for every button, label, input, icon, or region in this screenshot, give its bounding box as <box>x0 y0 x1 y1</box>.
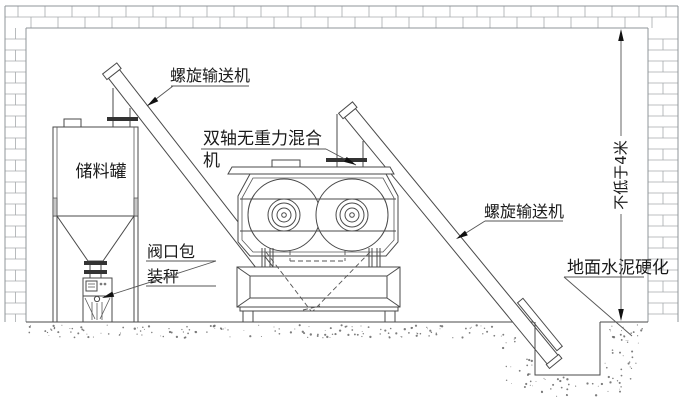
stand-frame-inner <box>249 275 388 299</box>
ground-note-label: 地面水泥硬化 <box>567 258 669 278</box>
tank-body <box>52 126 139 217</box>
height-dimension: 不低于4米 <box>612 29 630 321</box>
conveyor2-end-plate <box>545 353 563 370</box>
hopper-flange-lower <box>84 270 107 274</box>
conveyor1-label: 螺旋输送机 <box>170 66 250 85</box>
concrete-speckles <box>28 324 643 397</box>
packer-leader-arrow <box>102 291 115 298</box>
screw-conveyor-2 <box>337 101 564 370</box>
tank-gusset-left <box>52 197 58 217</box>
dimension-arrow-bottom <box>618 309 624 321</box>
conveyor1-leader-arrow <box>147 96 159 106</box>
height-dimension-text: 不低于4米 <box>612 140 630 210</box>
mixer-lid <box>227 166 395 175</box>
conveyor2-inlet-chute <box>516 297 564 352</box>
mixer-casing-rim <box>241 177 395 253</box>
label-mixer: 双轴无重力混合 机 <box>201 129 357 171</box>
brick-walls <box>5 6 678 322</box>
mixer-hub-left <box>267 198 301 232</box>
label-screw-conveyor-2: 螺旋输送机 <box>456 202 564 239</box>
label-screw-conveyor-1: 螺旋输送机 <box>146 66 250 107</box>
tank-gusset-right <box>133 197 139 217</box>
stand-rail <box>239 306 399 312</box>
dimension-arrow-top <box>618 29 624 41</box>
pit <box>534 322 601 376</box>
conveyor1-top-cap <box>101 62 122 81</box>
tank-top-cap <box>63 118 82 128</box>
tank-hopper <box>56 215 135 262</box>
conveyor2-label: 螺旋输送机 <box>484 202 564 221</box>
wall-outline <box>4 5 679 322</box>
mixer-label-line1: 双轴无重力混合 <box>203 129 322 149</box>
mixer-inlet-cap <box>271 159 301 168</box>
mixer-hub-right <box>335 198 369 232</box>
mixer-stand <box>236 248 401 323</box>
label-valve-bag-packer: 阀口包 装秤 <box>102 242 217 298</box>
conveyor2-leader-arrow <box>456 230 468 239</box>
packer-display <box>85 280 98 292</box>
tank-label: 储料罐 <box>76 162 127 182</box>
packer-clamp-pivot <box>93 295 101 303</box>
mixer-discharge-hopper-hidden <box>265 250 371 312</box>
packer-label-line1: 阀口包 <box>147 242 195 261</box>
mixer-leader-arrow <box>344 156 356 165</box>
label-ground-note: 地面水泥硬化 <box>563 258 669 337</box>
mixer-label-line2: 机 <box>203 151 220 171</box>
conveyor2-top-cap <box>337 101 358 120</box>
tank-pipe-flange <box>107 117 138 121</box>
packer-label-line2: 装秤 <box>147 267 179 286</box>
stand-leg-left <box>242 310 254 323</box>
ground <box>26 321 648 397</box>
storage-tank <box>52 88 139 322</box>
valve-bag-packing-scale <box>82 277 113 323</box>
hopper-flange-upper <box>84 261 107 265</box>
stand-leg-right <box>384 310 396 323</box>
label-storage-tank: 储料罐 <box>76 162 127 182</box>
